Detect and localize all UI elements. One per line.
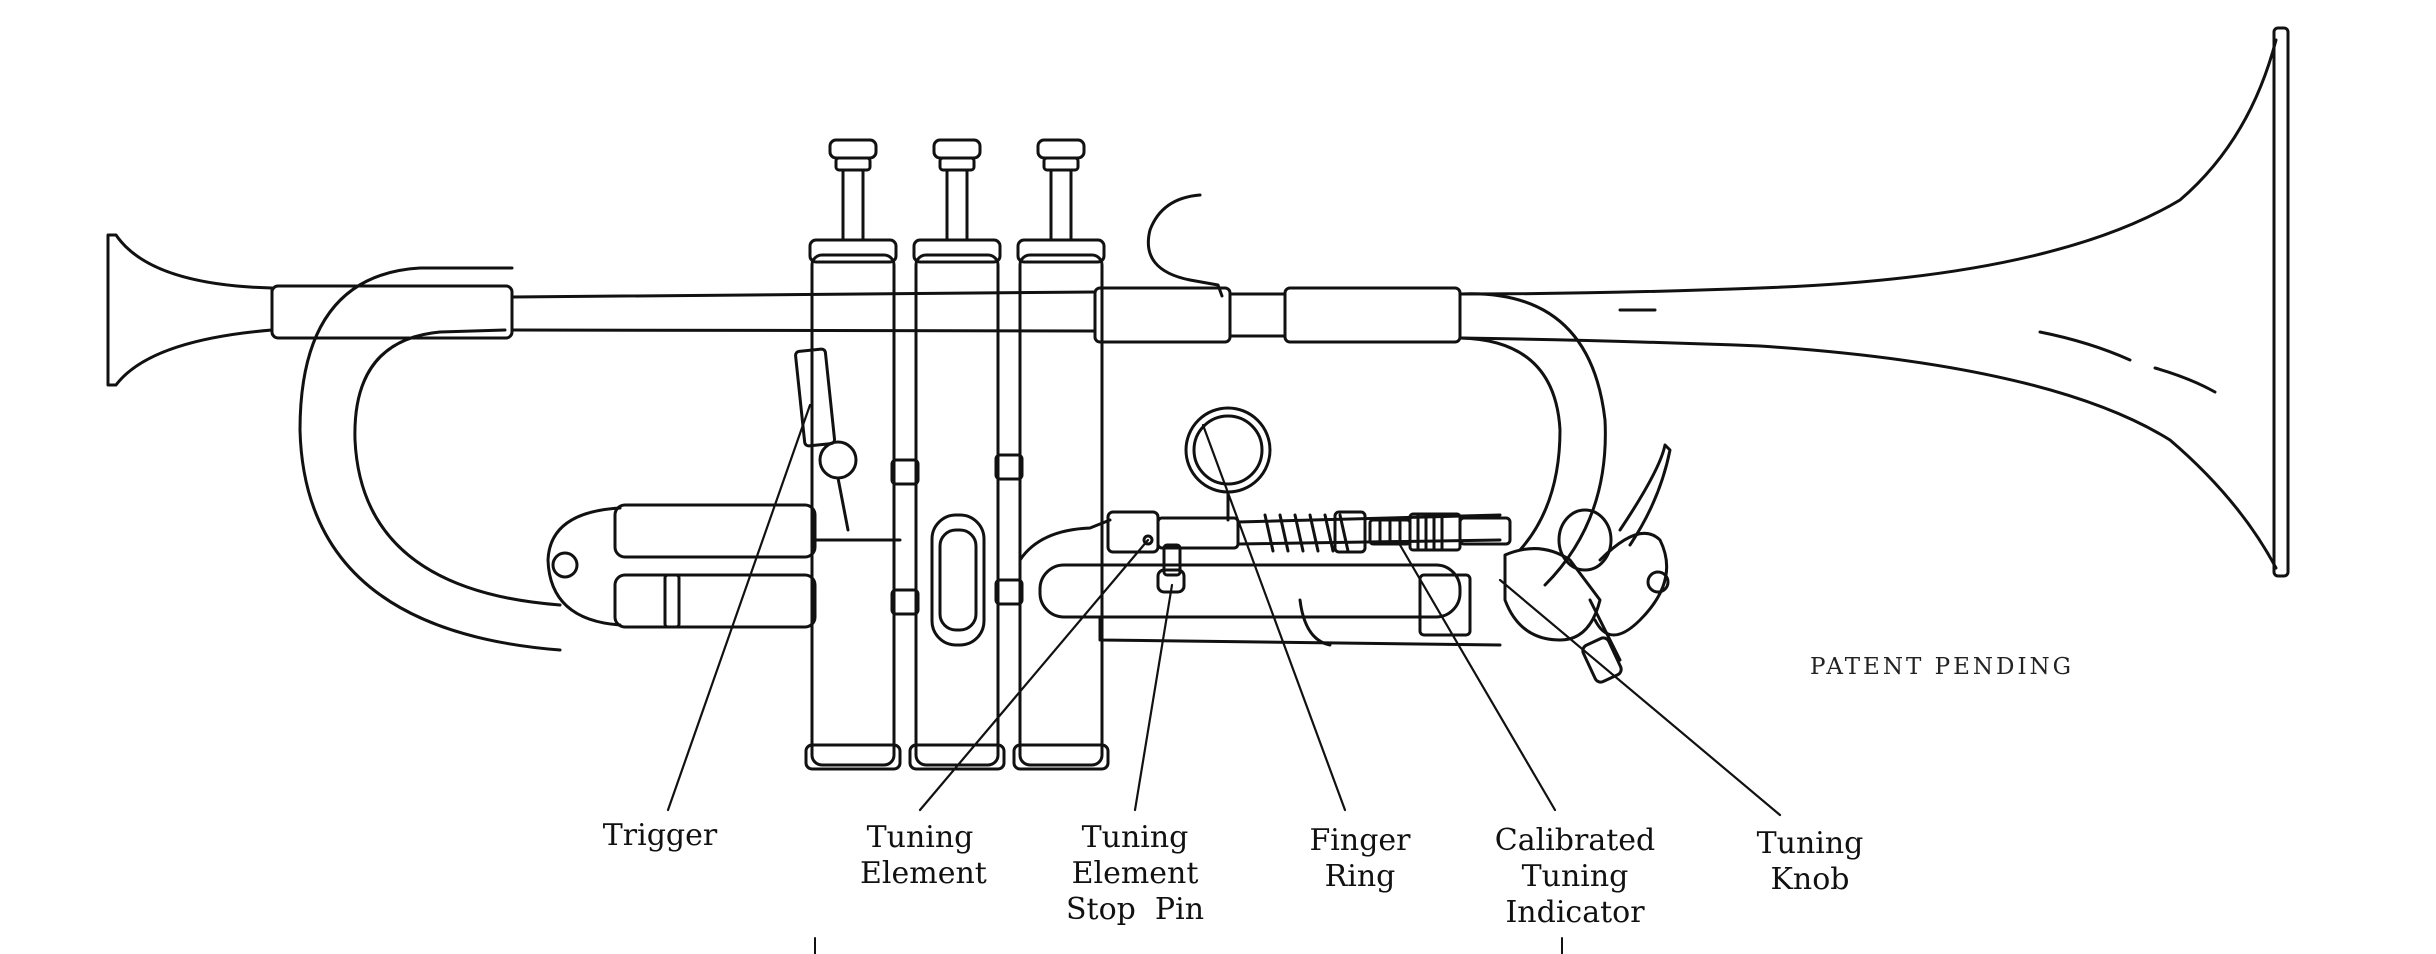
patent-notice: PATENT PENDING — [1810, 654, 2075, 680]
label-line: Tuning — [1756, 826, 1864, 861]
label-calibrated-tuning-indicator: Calibrated Tuning Indicator — [1485, 823, 1665, 931]
label-tuning-element: Tuning Element — [860, 820, 987, 892]
thumb-hook — [1146, 193, 1224, 298]
third-valve-slide — [546, 503, 902, 629]
leader-stop-pin — [1133, 583, 1174, 812]
leader-calibrated-indicator — [1398, 543, 1557, 812]
tuning-slide-bow — [298, 266, 562, 652]
label-finger-ring: Finger Ring — [1300, 823, 1420, 895]
main-slide-crook — [1458, 292, 1607, 587]
leader-tuning-knob — [1498, 578, 1782, 817]
label-tuning-knob: Tuning Knob — [1740, 826, 1880, 898]
label-line: Tuning — [1521, 859, 1629, 894]
calibrated-tuning-indicator — [1368, 512, 1512, 552]
leader-trigger — [666, 403, 812, 812]
leader-tuning-element — [918, 538, 1150, 812]
label-line: Tuning — [1081, 820, 1189, 855]
leadpipe — [510, 286, 1462, 344]
label-line: Knob — [1770, 862, 1850, 897]
label-line: Ring — [1324, 859, 1396, 894]
leader-lines — [666, 403, 1782, 817]
label-line: Element — [1071, 856, 1199, 891]
label-line: Stop Pin — [1065, 892, 1205, 927]
label-line: Element — [860, 856, 987, 891]
tuning-element — [1018, 510, 1240, 562]
label-trigger: Trigger — [600, 818, 720, 854]
label-tuning-element-stop-pin: Tuning Element Stop Pin — [1060, 820, 1210, 928]
label-line: Indicator — [1505, 895, 1645, 930]
finger-ring — [1184, 406, 1272, 522]
label-line: Trigger — [602, 818, 718, 853]
bell — [1458, 26, 2290, 578]
leader-finger-ring — [1201, 423, 1347, 812]
label-line: Calibrated — [1494, 823, 1656, 858]
valve-casings — [804, 238, 1110, 771]
tuning-element-slide — [1038, 563, 1502, 647]
first-valve-slide — [930, 513, 986, 647]
trigger — [794, 347, 858, 532]
mouthpiece — [106, 233, 514, 387]
label-line: Finger — [1309, 823, 1411, 858]
tuning-knob — [1503, 443, 1672, 684]
label-line: Tuning — [866, 820, 974, 855]
valve-buttons — [828, 138, 1086, 242]
